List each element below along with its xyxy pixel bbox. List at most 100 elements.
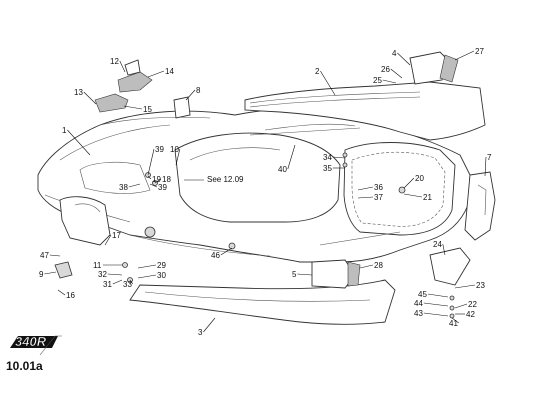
callout-12: 12 <box>110 57 119 66</box>
side-panel-upper <box>244 81 486 141</box>
leader-line-1 <box>67 129 91 156</box>
leader-line-24 <box>442 243 446 256</box>
sill-panel <box>129 279 396 325</box>
leader-line-46 <box>220 247 233 256</box>
leader-line-10 <box>175 148 181 166</box>
callout-33: 33 <box>123 280 132 289</box>
callout-3: 3 <box>198 328 203 337</box>
leader-line-44 <box>423 302 449 307</box>
callout-27: 27 <box>475 47 484 56</box>
callout-20: 20 <box>415 174 424 183</box>
leader-line-16 <box>57 289 66 296</box>
leader-lines <box>44 50 487 333</box>
cross-reference-label: See 12.09 <box>207 175 244 184</box>
leader-line-34 <box>332 156 346 159</box>
leader-line-3 <box>203 317 216 333</box>
callout-32: 32 <box>98 270 107 279</box>
callout-17: 17 <box>112 231 121 240</box>
callout-46: 46 <box>211 251 220 260</box>
leader-line-33 <box>129 279 134 285</box>
callout-37: 37 <box>374 193 383 202</box>
vent-grilles <box>94 59 153 113</box>
callout-39-secondary: 39 <box>158 183 167 192</box>
model-logo-text: 340R <box>15 334 47 349</box>
callout-21: 21 <box>423 193 432 202</box>
callout-22: 22 <box>468 300 477 309</box>
callout-25: 25 <box>373 76 382 85</box>
callout-15: 15 <box>143 105 152 114</box>
callout-35: 35 <box>323 164 332 173</box>
leader-line-18 <box>154 178 162 184</box>
body-tub <box>37 108 471 263</box>
callout-41: 41 <box>449 319 458 328</box>
leader-line-39-secondary <box>149 183 158 188</box>
side-vent <box>311 259 361 289</box>
leader-line-13 <box>83 91 97 105</box>
leader-line-47 <box>49 254 61 257</box>
leader-line-5 <box>297 273 313 276</box>
leader-line-9 <box>44 271 57 275</box>
leader-line-8 <box>185 89 196 101</box>
mirror-bracket <box>409 51 459 85</box>
callout-19: 19 <box>152 175 161 184</box>
leader-line-27 <box>454 50 475 61</box>
leader-line-20 <box>403 177 415 189</box>
callout-31: 31 <box>103 280 112 289</box>
leader-line-40 <box>287 144 296 170</box>
leader-line-26 <box>390 68 403 79</box>
leader-line-43 <box>423 312 449 317</box>
callout-29: 29 <box>157 261 166 270</box>
callout-14: 14 <box>165 67 174 76</box>
leader-line-19 <box>147 175 152 180</box>
bracket-8 <box>173 96 191 119</box>
callout-5: 5 <box>292 270 297 279</box>
leader-line-12 <box>119 60 126 73</box>
callout-2: 2 <box>315 67 320 76</box>
leader-line-39 <box>147 148 155 176</box>
leader-line-31 <box>112 279 123 285</box>
callout-30: 30 <box>157 271 166 280</box>
leader-line-45 <box>427 293 449 298</box>
bracket-24 <box>429 247 471 286</box>
callout-23: 23 <box>476 281 485 290</box>
leader-line-28 <box>359 264 374 269</box>
callout-16: 16 <box>66 291 75 300</box>
callout-42: 42 <box>466 310 475 319</box>
callout-8: 8 <box>196 86 201 95</box>
callout-38: 38 <box>119 183 128 192</box>
leader-line-23 <box>454 284 476 289</box>
leader-line-7 <box>484 156 487 177</box>
callout-44: 44 <box>414 299 423 308</box>
leader-line-17 <box>104 234 112 246</box>
leader-line-15 <box>123 105 143 110</box>
leader-line-4 <box>397 52 411 66</box>
page-reference: 10.01a <box>6 359 43 373</box>
callout-11: 11 <box>93 261 102 270</box>
leader-line-14 <box>147 70 165 78</box>
leader-line-22 <box>454 303 468 309</box>
callout-39: 39 <box>155 145 164 154</box>
model-logo: 340R <box>10 334 62 356</box>
bracket-9 <box>54 261 73 279</box>
callout-9: 9 <box>39 270 44 279</box>
callout-10: 10 <box>170 145 179 154</box>
leader-line-41 <box>451 317 459 324</box>
callout-40: 40 <box>278 165 287 174</box>
callout-34: 34 <box>323 153 332 162</box>
leader-line-30 <box>137 274 157 279</box>
callout-36: 36 <box>374 183 383 192</box>
leader-line-32 <box>107 273 123 276</box>
rear-corner-panel <box>464 171 496 241</box>
leader-line-25 <box>382 79 397 84</box>
leader-line-2 <box>320 70 336 96</box>
callout-4: 4 <box>392 49 397 58</box>
callout-28: 28 <box>374 261 383 270</box>
callout-26: 26 <box>381 65 390 74</box>
callout-43: 43 <box>414 309 423 318</box>
callout-24: 24 <box>433 240 442 249</box>
callout-13: 13 <box>74 88 83 97</box>
leader-line-29 <box>137 264 157 269</box>
callout-47: 47 <box>40 251 49 260</box>
